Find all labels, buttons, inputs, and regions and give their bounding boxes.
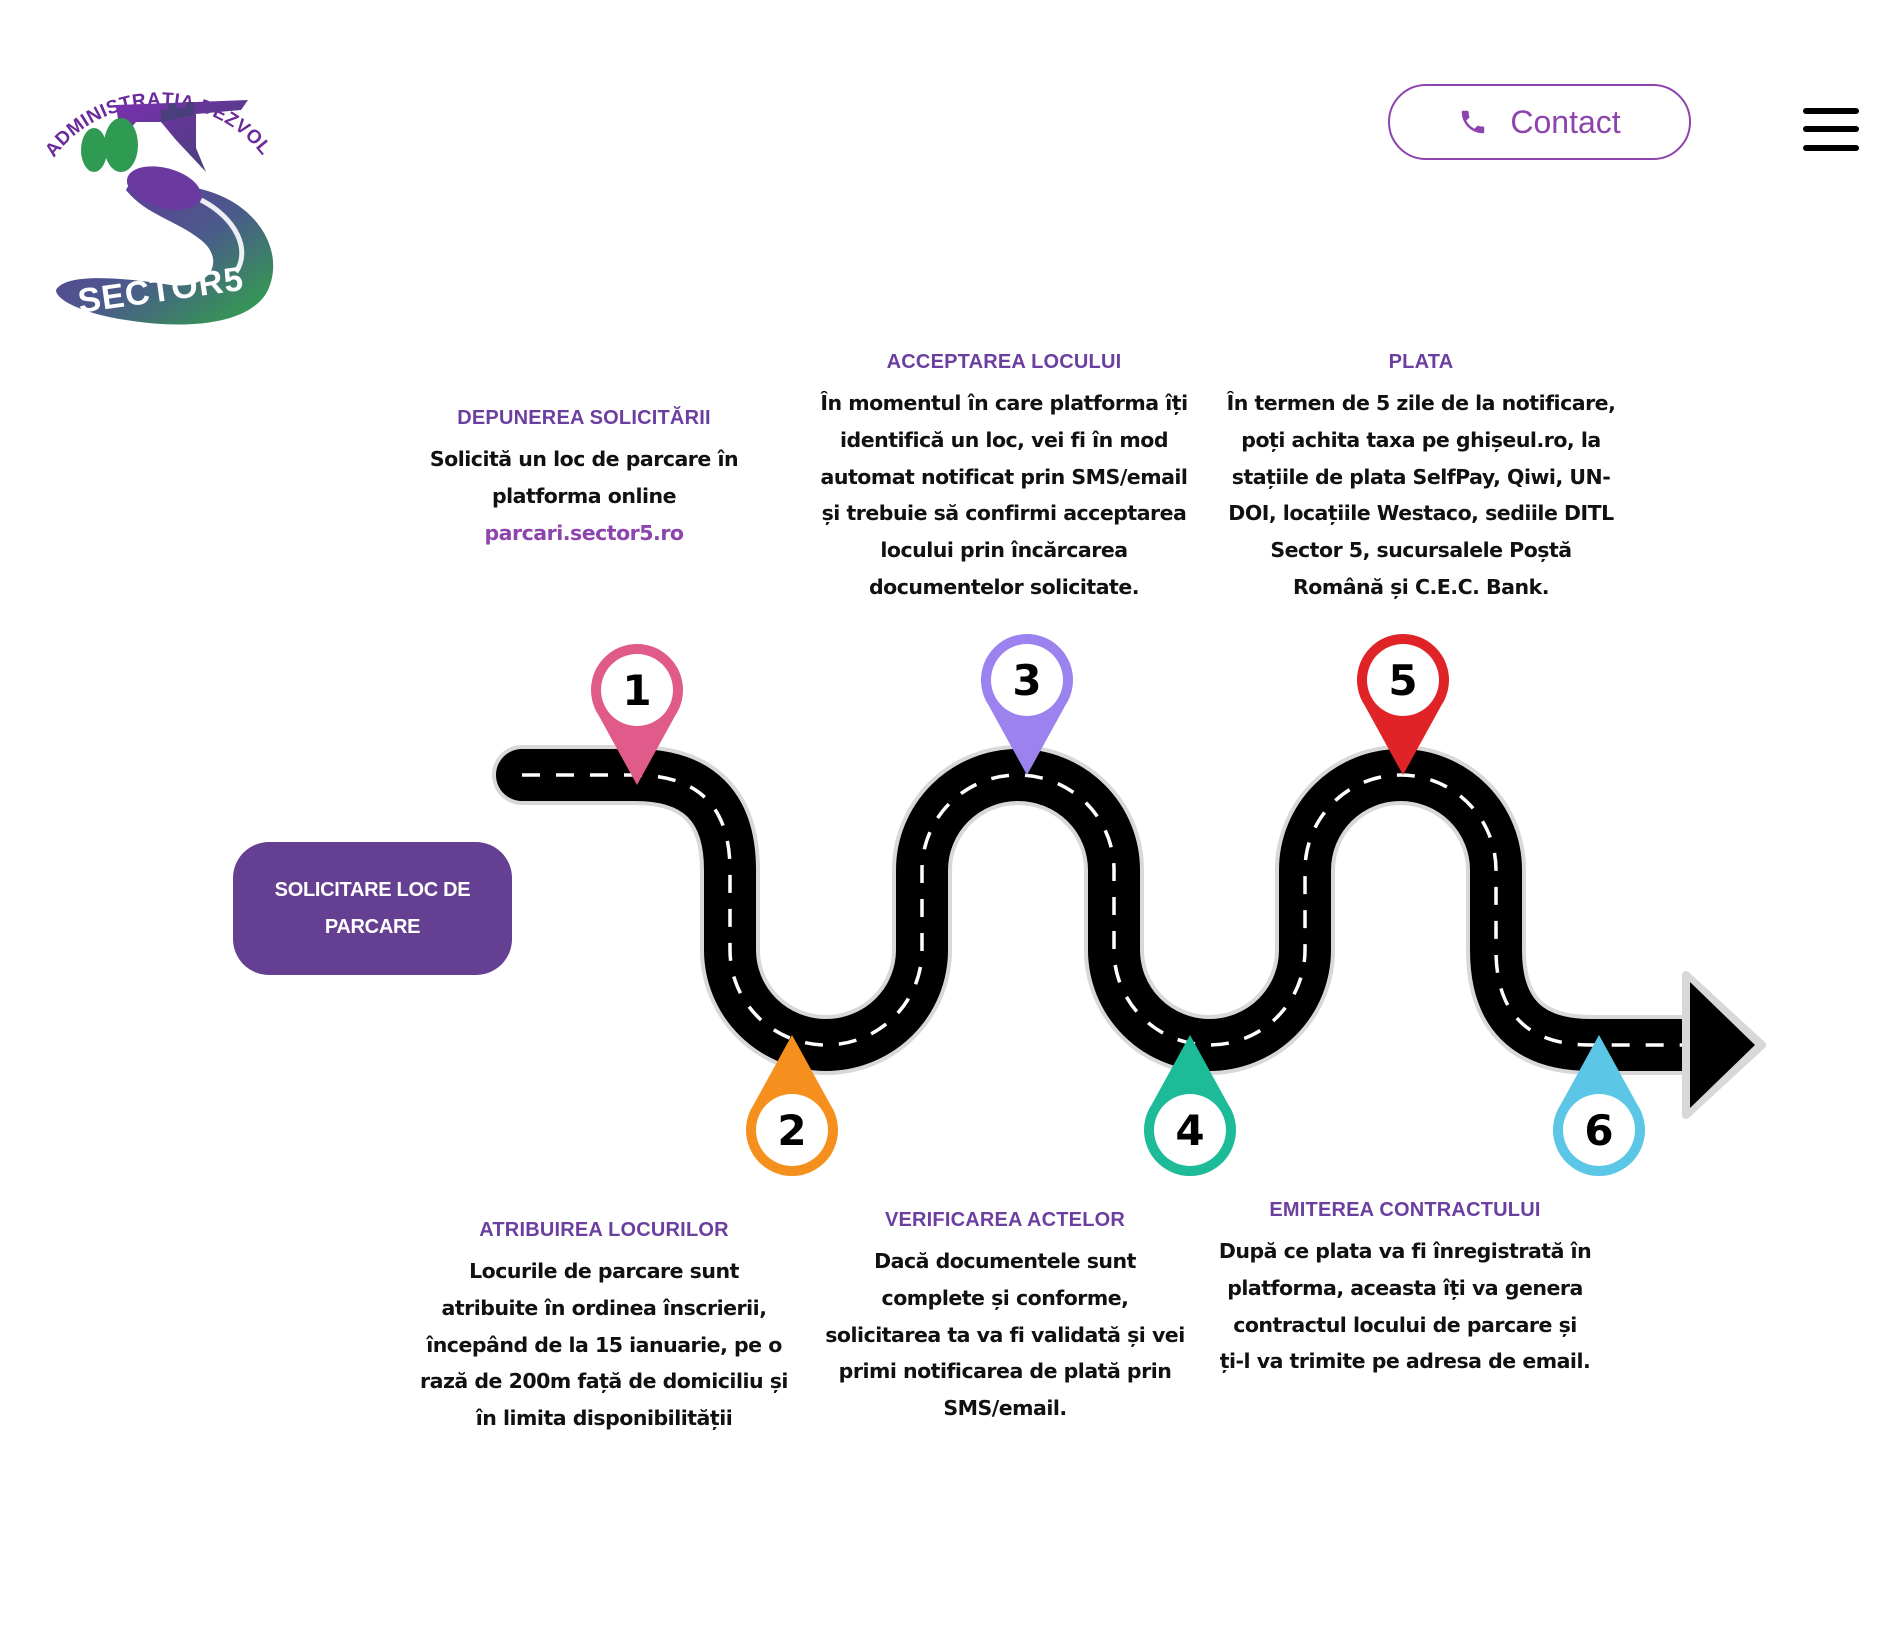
winding-road (492, 745, 1766, 1119)
arrow-head-icon (1690, 982, 1755, 1108)
step-title: VERIFICAREA ACTELOR (884, 1209, 1126, 1231)
phone-icon (1462, 110, 1485, 134)
step-body: În momentul în care platforma îți identi… (820, 391, 1188, 599)
step-4-pin-icon[interactable]: 4 (1144, 1035, 1236, 1176)
step-1-description: DEPUNEREA SOLICITĂRII Solicită un loc de… (414, 404, 754, 551)
step-2-pin-icon[interactable]: 2 (746, 1035, 838, 1176)
pin-step-number: 2 (777, 1106, 806, 1155)
pin-inner-circle (991, 644, 1063, 716)
pin-step-number: 3 (1012, 656, 1041, 705)
step-title: EMITEREA CONTRACTULUI (1269, 1199, 1541, 1221)
logo-car-icon (126, 166, 202, 210)
step-body: Dacă documentele sunt complete și confor… (825, 1249, 1185, 1421)
platform-link[interactable]: parcari.sector5.ro (484, 520, 684, 545)
step-title: ATRIBUIREA LOCURILOR (479, 1219, 729, 1241)
hamburger-menu-icon-line (1803, 145, 1859, 151)
step-6-description: EMITEREA CONTRACTULUI După ce plata va f… (1205, 1196, 1605, 1380)
road-surface (496, 749, 1718, 1071)
step-5-description: PLATA În termen de 5 zile de la notifica… (1221, 348, 1621, 606)
step-body: Solicită un loc de parcare în platforma … (429, 447, 739, 508)
step-3-pin-icon[interactable]: 3 (981, 634, 1073, 775)
hamburger-menu-icon-line (1803, 126, 1859, 132)
pin-step-number: 5 (1388, 656, 1417, 705)
step-body: Locurile de parcare sunt atribuite în or… (420, 1259, 788, 1431)
logo-skyline (161, 102, 194, 122)
contact-button-label: Contact (1510, 103, 1621, 140)
pin-step-number: 1 (622, 666, 651, 715)
request-parking-button[interactable]: SOLICITARE LOC DE PARCARE (233, 842, 512, 975)
pin-step-number: 4 (1175, 1106, 1204, 1155)
logo-graphic: ADMINISTRAȚIA DEZVOLTARE URBANĂ SECTOR5 (29, 23, 275, 325)
step-1-pin-icon[interactable]: 1 (590, 644, 683, 785)
pin-inner-circle (1563, 1094, 1635, 1166)
pin-inner-circle (601, 654, 673, 726)
step-3-description: ACCEPTAREA LOCULUI În momentul în care p… (814, 348, 1194, 606)
contact-button[interactable]: Contact (1388, 84, 1691, 160)
hamburger-menu-button[interactable] (1803, 104, 1859, 156)
logo-tree-icon (104, 118, 138, 172)
step-title: PLATA (1388, 351, 1454, 373)
pin-inner-circle (1367, 644, 1439, 716)
hamburger-menu-icon-line (1803, 108, 1859, 114)
logo-five-top (116, 100, 248, 172)
request-parking-button-label: SOLICITARE LOC DE PARCARE (274, 878, 471, 938)
step-5-pin-icon[interactable]: 5 (1357, 634, 1449, 775)
pin-step-number: 6 (1584, 1106, 1613, 1155)
step-body: După ce plata va fi înregistrată în plat… (1218, 1239, 1592, 1374)
step-4-description: VERIFICAREA ACTELOR Dacă documentele sun… (815, 1206, 1195, 1427)
step-body: În termen de 5 zile de la notificare, po… (1226, 391, 1616, 599)
step-title: DEPUNEREA SOLICITĂRII (457, 407, 711, 429)
pin-inner-circle (756, 1094, 828, 1166)
pin-inner-circle (1154, 1094, 1226, 1166)
step-6-pin-icon[interactable]: 6 (1553, 1035, 1645, 1176)
step-2-description: ATRIBUIREA LOCURILOR Locurile de parcare… (404, 1216, 804, 1437)
sector5-logo[interactable]: ADMINISTRAȚIA DEZVOLTARE URBANĂ SECTOR5 (29, 23, 336, 345)
logo-tree-icon (81, 128, 107, 172)
road-center-line (522, 773, 1692, 1047)
step-title: ACCEPTAREA LOCULUI (886, 351, 1122, 373)
